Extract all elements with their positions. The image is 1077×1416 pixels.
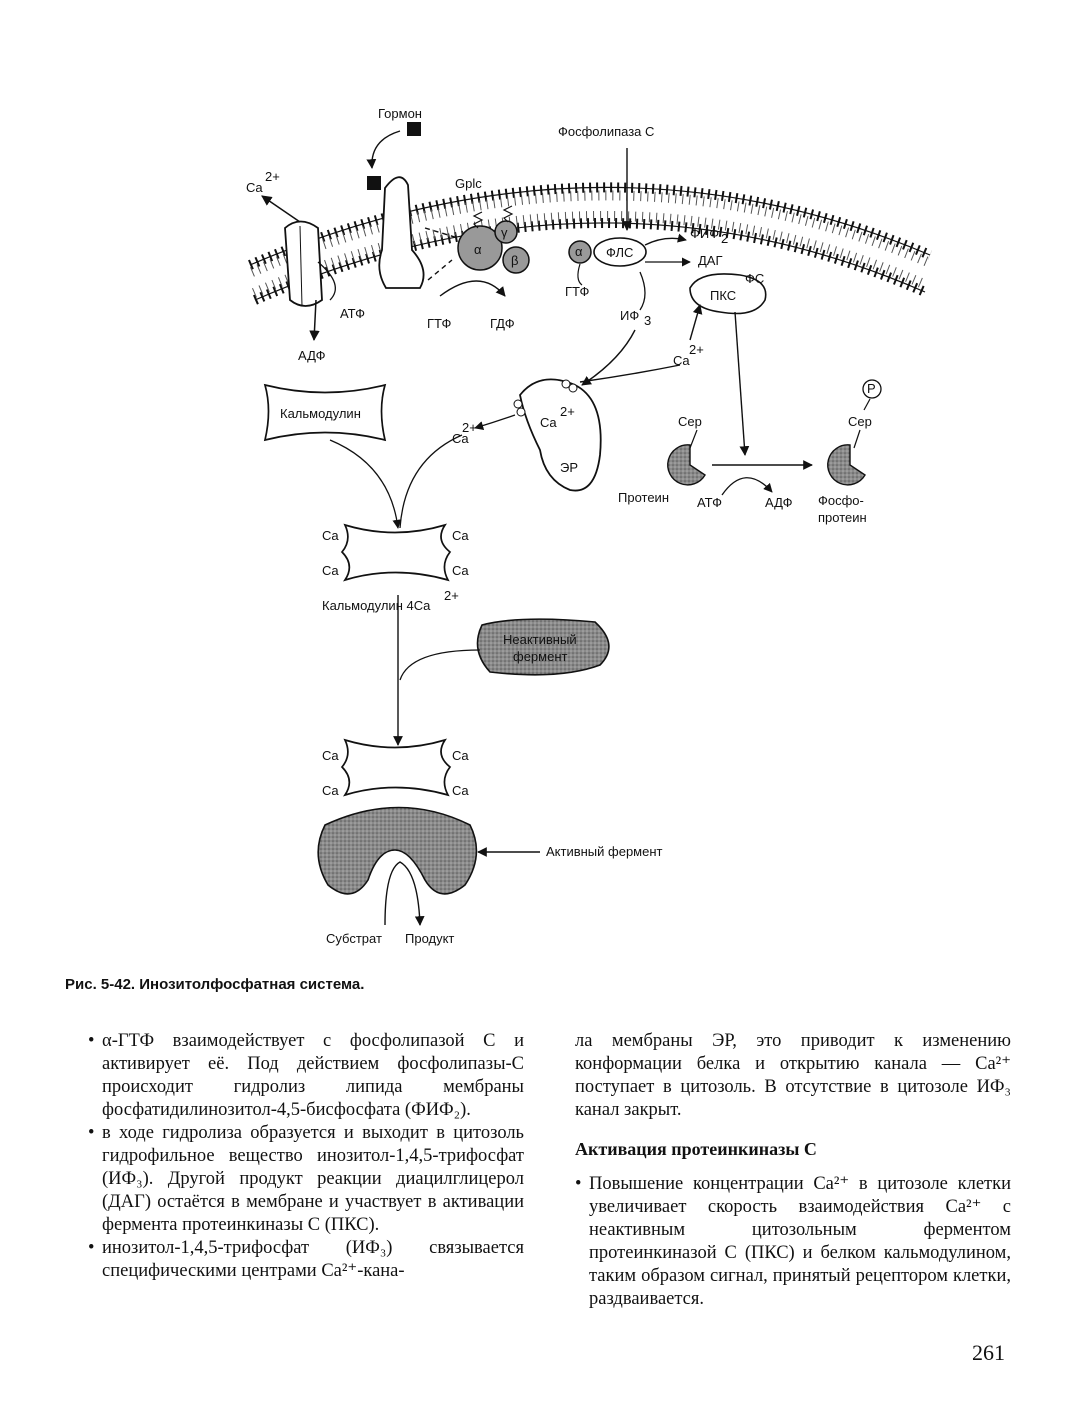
list-item: инозитол-1,4,5-трифосфат (ИФ₃) связывает… (88, 1237, 524, 1283)
right-bullet-list: Повышение концентрации Ca²⁺ в цитозоле к… (575, 1173, 1011, 1311)
active-enzyme-icon (317, 806, 478, 895)
svg-text:β: β (511, 253, 518, 268)
label-phospho-1: Фосфо- (818, 493, 864, 508)
svg-text:γ: γ (501, 225, 508, 240)
g-protein-icon (457, 205, 530, 274)
label-phospho-2: протеин (818, 510, 867, 525)
svg-text:2: 2 (721, 231, 728, 246)
pkc-icon (689, 273, 767, 315)
label-substrate: Субстрат (326, 931, 382, 946)
label-pks: ПКС (710, 288, 736, 303)
left-column: α-ГТФ взаимодействует с фосфолипазой С и… (88, 1030, 524, 1283)
label-ser-1: Сер (678, 414, 702, 429)
calmodulin-4ca-icon (340, 523, 452, 582)
label-gtf-1: ГТФ (427, 316, 452, 331)
label-calmodulin-4ca: Кальмодулин 4Ca (322, 598, 431, 613)
calmodulin-icon (263, 383, 387, 442)
svg-text:α: α (575, 244, 583, 259)
svg-text:Ca: Ca (452, 528, 469, 543)
svg-text:2+: 2+ (462, 420, 477, 435)
label-er: ЭР (560, 460, 578, 475)
svg-text:Ca: Ca (322, 748, 339, 763)
list-item: Повышение концентрации Ca²⁺ в цитозоле к… (575, 1173, 1011, 1311)
hormone-icon (407, 122, 421, 136)
svg-text:2+: 2+ (444, 588, 459, 603)
ca-pump-icon (284, 220, 323, 307)
calmodulin-4ca-bound-icon (340, 738, 452, 797)
bound-hormone-icon (367, 176, 381, 190)
label-adf-2: АДФ (765, 495, 793, 510)
label-phospholipase: Фосфолипаза С (558, 124, 654, 139)
phosphoprotein-icon (827, 444, 866, 486)
section-title: Активация протеинкиназы С (575, 1139, 817, 1159)
page-number: 261 (972, 1340, 1005, 1365)
label-fif: ФИФ (690, 226, 719, 241)
alpha-gtp-icon (568, 240, 592, 264)
inositol-phosphate-diagram: Гормон Фосфолипаза С Ca 2+ Gplc α γ β α … (246, 106, 932, 946)
svg-text:Ca: Ca (452, 783, 469, 798)
label-er-ca: Ca (540, 415, 557, 430)
label-inactive-2: фермент (513, 649, 568, 664)
label-inactive-1: Неактивный (503, 632, 577, 647)
label-atf-1: АТФ (340, 306, 365, 321)
phospholipase-c-icon (593, 237, 647, 267)
list-item: в ходе гидролиза образуется и выходит в … (88, 1122, 524, 1237)
label-ca-left: Ca (452, 431, 469, 446)
label-adf-1: АДФ (298, 348, 326, 363)
label-gtf-2: ГТФ (565, 284, 590, 299)
label-protein: Протеин (618, 490, 669, 505)
label-ca-mid: Ca (673, 353, 690, 368)
right-column: ла мембраны ЭР, это приводит к изменению… (575, 1030, 1011, 1311)
svg-text:Ca: Ca (452, 748, 469, 763)
label-product: Продукт (405, 931, 454, 946)
label-calmodulin: Кальмодулин (280, 406, 361, 421)
svg-text:2+: 2+ (265, 169, 280, 184)
svg-text:Ca: Ca (452, 563, 469, 578)
figure-caption: Рис. 5-42. Инозитолфосфатная система. (65, 976, 365, 993)
label-gplc: Gplc (455, 176, 482, 191)
label-atf-2: АТФ (697, 495, 722, 510)
label-p: P (867, 381, 876, 396)
list-item: α-ГТФ взаимодействует с фосфолипазой С и… (88, 1030, 524, 1122)
label-if3: ИФ (620, 308, 639, 323)
svg-text:Ca: Ca (322, 528, 339, 543)
svg-text:Ca: Ca (322, 563, 339, 578)
svg-text:2+: 2+ (560, 404, 575, 419)
label-dag: ДАГ (698, 253, 723, 268)
label-ca-top: Ca (246, 180, 263, 195)
label-active-enzyme: Активный фермент (546, 844, 663, 859)
svg-text:Ca: Ca (322, 783, 339, 798)
left-bullet-list: α-ГТФ взаимодействует с фосфолипазой С и… (88, 1030, 524, 1283)
cell-membrane (248, 182, 932, 305)
label-gdf: ГДФ (490, 316, 515, 331)
continuation-paragraph: ла мембраны ЭР, это приводит к изменению… (575, 1031, 1011, 1120)
svg-text:α: α (474, 242, 482, 257)
label-fs: ФС (745, 271, 764, 286)
receptor-icon (378, 176, 425, 289)
inactive-enzyme-icon (476, 618, 610, 676)
svg-text:2+: 2+ (689, 342, 704, 357)
label-hormone: Гормон (378, 106, 422, 121)
label-ser-2: Сер (848, 414, 872, 429)
label-fls: ФЛС (606, 245, 633, 260)
phosphate-icon (862, 379, 882, 399)
protein-icon (667, 444, 706, 486)
svg-text:3: 3 (644, 313, 651, 328)
